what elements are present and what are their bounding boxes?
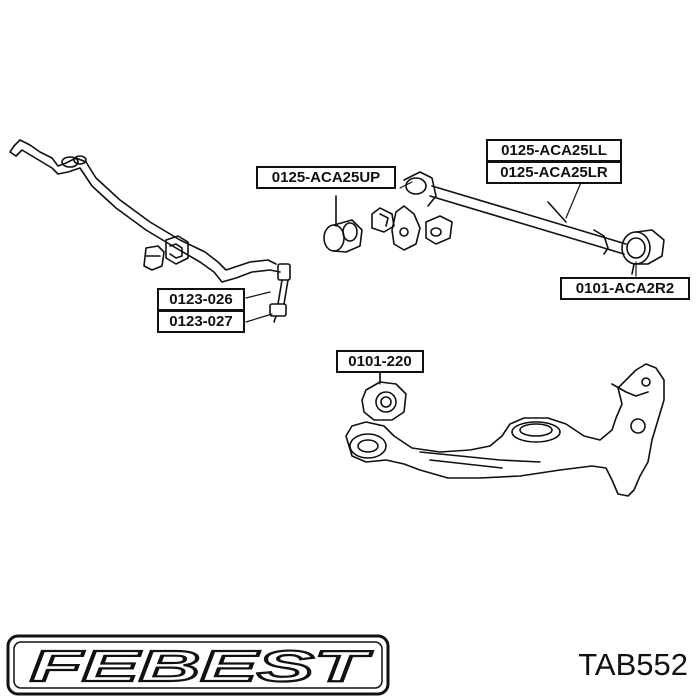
part-label-0101-aca2r2: 0101-ACA2R2: [560, 277, 690, 300]
stabilizer-bushing-drawing: [143, 235, 189, 271]
part-code: TAB552: [578, 647, 688, 682]
part-label-0125-aca25ll: 0125-ACA25LL: [486, 139, 622, 162]
leader-lines: [245, 179, 637, 385]
lower-bushing-drawing: [361, 371, 407, 421]
upper-bushing-drawing: [323, 195, 363, 253]
part-label-0123-026: 0123-026: [157, 288, 245, 311]
part-label-0101-220: 0101-220: [336, 350, 424, 373]
lateral-arm-drawing: [429, 185, 665, 275]
svg-text:FEBEST: FEBEST: [30, 642, 372, 691]
lower-arm-drawing: [345, 363, 665, 497]
part-label-0125-aca25lr: 0125-ACA25LR: [486, 161, 622, 184]
arm-bracket-drawing: [371, 171, 453, 251]
part-label-0125-aca25up: 0125-ACA25UP: [256, 166, 396, 189]
part-label-0123-027: 0123-027: [157, 310, 245, 333]
febest-logo: FEBEST: [6, 634, 390, 696]
stabilizer-bar-drawing: [9, 139, 281, 283]
stabilizer-link-drawing: [269, 263, 291, 323]
